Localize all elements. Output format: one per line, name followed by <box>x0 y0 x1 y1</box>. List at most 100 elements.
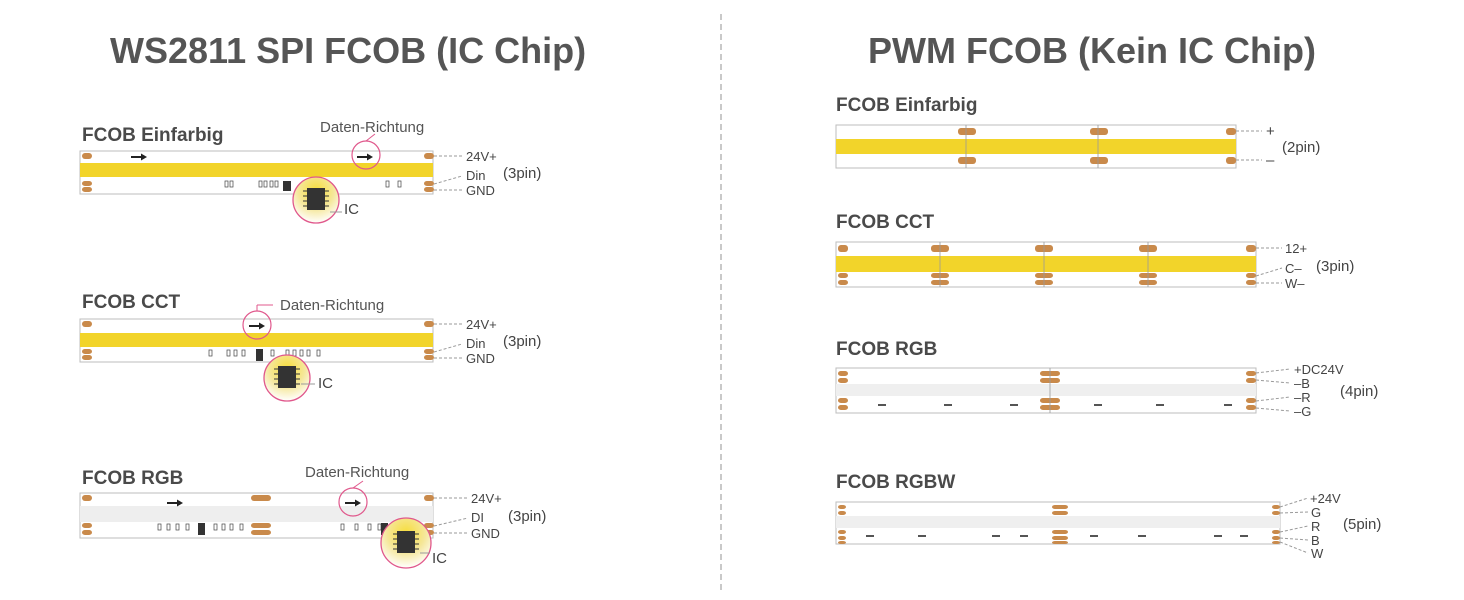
lead-line <box>1255 379 1291 384</box>
solder-pad <box>1226 128 1236 135</box>
solder-pad <box>838 405 848 410</box>
lead-line <box>1279 511 1309 514</box>
solder-pad <box>838 398 848 403</box>
pin-count: (5pin) <box>1343 516 1382 533</box>
smd-component-icon <box>340 523 345 531</box>
led-strip <box>79 150 434 195</box>
solder-pad <box>1246 273 1256 278</box>
pad-label: GND <box>410 187 422 193</box>
smd-component-icon <box>354 523 359 531</box>
solder-pad <box>1139 273 1157 278</box>
ic-zoom-circle <box>263 354 311 402</box>
lead-line <box>1255 368 1291 374</box>
lead-line <box>433 175 463 185</box>
pin-label-r: R <box>1311 519 1321 534</box>
pad-label: 12V+ <box>850 245 862 251</box>
pad-label: +24V <box>93 321 105 327</box>
solder-pad <box>958 128 976 135</box>
solder-pad <box>82 187 92 192</box>
highlight-circle <box>338 487 368 517</box>
smd-component-icon <box>229 180 234 188</box>
solder-pad <box>1035 245 1053 252</box>
ic-chip-icon <box>256 349 263 361</box>
pin-label-r: –R <box>1294 390 1311 405</box>
smd-component-icon <box>397 180 402 188</box>
smd-component-icon <box>269 180 274 188</box>
pin-count: (3pin) <box>508 508 547 525</box>
data-direction-label: Daten-Richtung <box>320 119 425 136</box>
lead-line <box>433 343 463 353</box>
smd-component-icon <box>229 523 234 531</box>
solder-pad <box>1040 371 1060 376</box>
lead-line <box>1255 267 1283 277</box>
pin-label-gnd: GND <box>471 526 500 541</box>
smd-component-icon <box>263 180 268 188</box>
pad-label: W– <box>850 280 858 286</box>
ic-zoom-circle <box>292 176 340 224</box>
solder-pad <box>1272 541 1280 544</box>
led-chip-icon <box>878 404 886 406</box>
led-chip-icon <box>944 404 952 406</box>
lead-line <box>1279 497 1309 508</box>
left-section-title-cct: FCOB CCT <box>82 292 181 313</box>
smd-component-icon <box>213 523 218 531</box>
led-strip <box>835 501 1281 545</box>
solder-pad <box>424 187 434 192</box>
solder-pad <box>931 280 949 285</box>
solder-pad <box>1272 511 1280 515</box>
solder-pad <box>1040 398 1060 403</box>
pad-label: C– <box>954 273 961 279</box>
right-section-title-rgbw: FCOB RGBW <box>836 472 956 493</box>
smd-component-icon <box>306 349 311 357</box>
right-section-title-cct: FCOB CCT <box>836 212 935 233</box>
pad-label: W– <box>1058 280 1066 286</box>
pin-label-b: B <box>1311 533 1320 548</box>
lead-line <box>1279 541 1309 554</box>
pad-label: – <box>850 158 853 164</box>
led-chip-icon <box>918 535 926 537</box>
pad-label: DO <box>420 525 428 531</box>
ic-label: IC <box>318 375 333 392</box>
led-chip-icon <box>1138 535 1146 537</box>
smd-component-icon <box>185 523 190 531</box>
direction-arrow-icon <box>259 322 265 330</box>
pad-label: DI <box>91 525 96 531</box>
led-chip-icon <box>1020 535 1028 537</box>
right-section-title-einfarbig: FCOB Einfarbig <box>836 95 978 116</box>
data-direction-label: Daten-Richtung <box>280 297 385 314</box>
smd-component-icon <box>157 523 162 531</box>
pin-label-g: –G <box>1294 404 1312 419</box>
cob-light-band <box>836 139 1236 154</box>
direction-arrow-icon <box>355 499 361 507</box>
solder-pad <box>1040 378 1060 383</box>
pad-label: +24V <box>409 321 421 327</box>
right-section-title-rgb: FCOB RGB <box>836 339 938 360</box>
solder-pad <box>1246 371 1256 376</box>
pad-label: Do <box>413 180 420 186</box>
solder-pad <box>931 245 949 252</box>
smd-component-icon <box>239 523 244 531</box>
ic-chip-icon <box>381 523 388 535</box>
solder-pad <box>424 181 434 186</box>
left-section-title-einfarbig: FCOB Einfarbig <box>82 125 224 146</box>
pad-label: Din <box>93 180 101 186</box>
pad-label: DO <box>412 348 420 354</box>
led-strip <box>835 367 1257 414</box>
pad-label: 24V+ <box>410 153 422 159</box>
pin-label-24v: 24V+ <box>466 317 497 332</box>
led-chip-icon <box>1010 404 1018 406</box>
cob-light-band <box>836 516 1280 528</box>
pad-label: C– <box>850 273 857 279</box>
highlight-circle <box>351 140 381 170</box>
smd-component-icon <box>270 349 275 357</box>
solder-pad <box>1052 541 1068 544</box>
pad-label: – <box>982 158 985 164</box>
pin-label-24v: +24V <box>1310 491 1341 506</box>
pin-count: (2pin) <box>1282 139 1321 156</box>
ic-label: IC <box>432 550 447 567</box>
solder-pad <box>424 153 434 159</box>
solder-pad <box>1272 505 1280 509</box>
pad-label: 24V+ <box>237 495 249 501</box>
cob-light-band <box>80 163 433 177</box>
solder-pad <box>1052 530 1068 534</box>
